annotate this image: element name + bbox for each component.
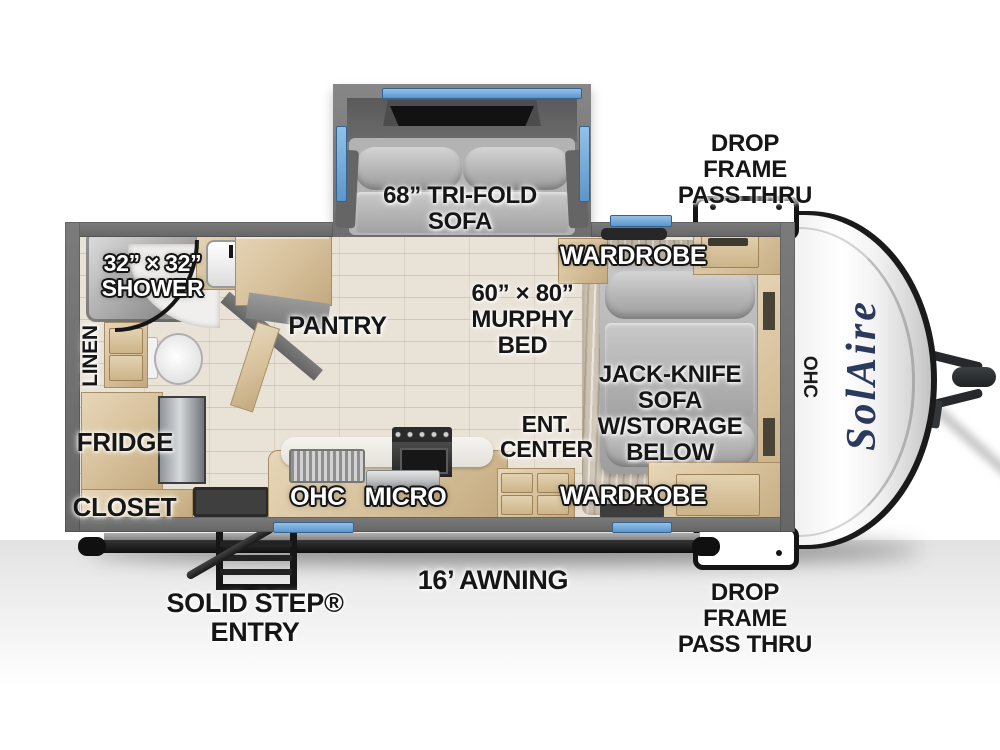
stove-oven-window — [400, 448, 448, 474]
linen-drawer-bottom — [109, 355, 143, 381]
label-trifold-sofa: 68” TRI-FOLD SOFA — [360, 183, 560, 235]
awning-end-cap-right — [692, 537, 720, 556]
label-shower-line1: 32” × 32” — [103, 250, 202, 276]
pass-thru-handle-top-rivet-left — [710, 204, 716, 210]
window-top-right-wall — [610, 215, 672, 227]
wardrobe-bottom-step-mat — [600, 504, 664, 519]
label-murphy-line1: 60” × 80” — [471, 280, 574, 307]
ground-gradient — [0, 540, 1000, 750]
label-wardrobe-bottom: WARDROBE — [560, 482, 707, 510]
bath-faucet — [229, 245, 233, 258]
label-ent-line1: ENT. — [521, 411, 571, 437]
label-drop-frame-top-line2: PASS THRU — [677, 181, 813, 209]
kitchen-vent-grill — [289, 449, 365, 483]
trifold-sofa-back-cushion-left — [355, 147, 462, 190]
murphy-bed-rail-slot-1 — [763, 292, 775, 330]
label-drop-frame-top: DROP FRAME PASS THRU — [670, 131, 820, 209]
wardrobe-bottom-panel — [676, 474, 760, 516]
label-pantry: PANTRY — [288, 312, 387, 340]
jackknife-sofa-front-roll — [605, 421, 755, 467]
step-tread-2 — [220, 555, 292, 561]
awning-end-cap-left — [78, 537, 106, 556]
wall-left — [65, 222, 80, 532]
window-entry-door — [273, 522, 354, 533]
slideout-window-left — [336, 126, 347, 202]
label-trifold-sofa-line2: SOFA — [427, 207, 493, 235]
vent-top-right-wall — [601, 228, 667, 240]
entry-floor-mat — [193, 487, 269, 517]
window-bottom-right-wall — [612, 522, 672, 533]
fridge-appliance — [158, 396, 206, 484]
ent-center-drawer-4 — [537, 495, 569, 515]
label-solid-step-entry: SOLID STEP® ENTRY — [166, 588, 344, 648]
awning-rail-upper — [104, 533, 700, 540]
slideout-window-top — [382, 88, 582, 99]
slideout-window-right — [579, 126, 590, 202]
solaire-logo: SolAire — [839, 299, 885, 451]
label-jackknife-line1: JACK-KNIFE SOFA — [598, 361, 742, 414]
label-jackknife-line2: W/STORAGE — [597, 412, 743, 440]
label-wardrobe-top: WARDROBE — [560, 242, 707, 270]
label-linen: LINEN — [78, 325, 102, 387]
label-closet: CLOSET — [72, 492, 177, 522]
tv-screen — [390, 106, 534, 126]
closet-cabinet — [81, 489, 193, 519]
trifold-sofa-back-cushion-right — [463, 147, 570, 190]
awning-roller-bar — [84, 540, 716, 553]
step-tread-1 — [220, 541, 292, 547]
label-drop-frame-bottom-line2: PASS THRU — [677, 630, 813, 658]
murphy-bed-head-cabinet — [558, 238, 608, 284]
label-fridge: FRIDGE — [76, 427, 174, 457]
label-murphy-line3: BED — [497, 331, 548, 359]
fridge-cabinet — [81, 392, 163, 490]
label-micro: MICRO — [364, 483, 447, 511]
label-awning: 16’ AWNING — [417, 565, 569, 595]
label-trifold-sofa-line1: 68” TRI-FOLD — [383, 182, 537, 209]
kitchen-griddle-tray — [366, 470, 440, 490]
label-drop-frame-bottom-line1: DROP FRAME — [703, 579, 787, 632]
label-drop-frame-top-line1: DROP FRAME — [703, 130, 787, 183]
toilet-bowl — [154, 333, 203, 385]
pass-thru-handle-bottom-rivet-right — [776, 550, 782, 556]
label-shower: 32” × 32” SHOWER — [95, 251, 210, 301]
jackknife-sofa-back-cushion — [605, 271, 755, 319]
ent-center-drawer-1 — [501, 473, 533, 493]
label-jackknife-line3: BELOW — [626, 438, 714, 466]
wardrobe-top-slot — [708, 238, 748, 246]
murphy-bed-rail-slot-2 — [763, 418, 775, 456]
label-murphy-bed: 60” × 80” MURPHY BED — [455, 281, 590, 359]
label-jackknife-sofa: JACK-KNIFE SOFA W/STORAGE BELOW — [575, 362, 765, 466]
label-shower-line2: SHOWER — [101, 274, 204, 301]
label-ent-center: ENT. CENTER — [500, 411, 593, 462]
hitch-tongue-tube — [952, 367, 996, 387]
label-ent-line2: CENTER — [500, 435, 593, 462]
label-drop-frame-bottom: DROP FRAME PASS THRU — [670, 580, 820, 658]
wall-top-left — [65, 222, 333, 237]
wall-right — [780, 222, 795, 532]
jackknife-sofa-seat-cushion — [605, 323, 755, 417]
pass-thru-handle-top-rivet-right — [776, 204, 782, 210]
stove-burner-deck — [392, 427, 452, 442]
label-murphy-line2: MURPHY — [471, 305, 574, 333]
label-ohc-kitchen: OHC — [290, 483, 345, 511]
step-tread-3 — [220, 569, 292, 575]
trifold-sofa-seat-left — [355, 192, 462, 233]
ent-center-drawer-3 — [537, 473, 569, 493]
trifold-sofa-seat-right — [463, 192, 570, 233]
ent-center-drawer-2 — [501, 495, 533, 515]
step-tread-4 — [216, 584, 297, 590]
step-rail-right — [290, 528, 297, 590]
